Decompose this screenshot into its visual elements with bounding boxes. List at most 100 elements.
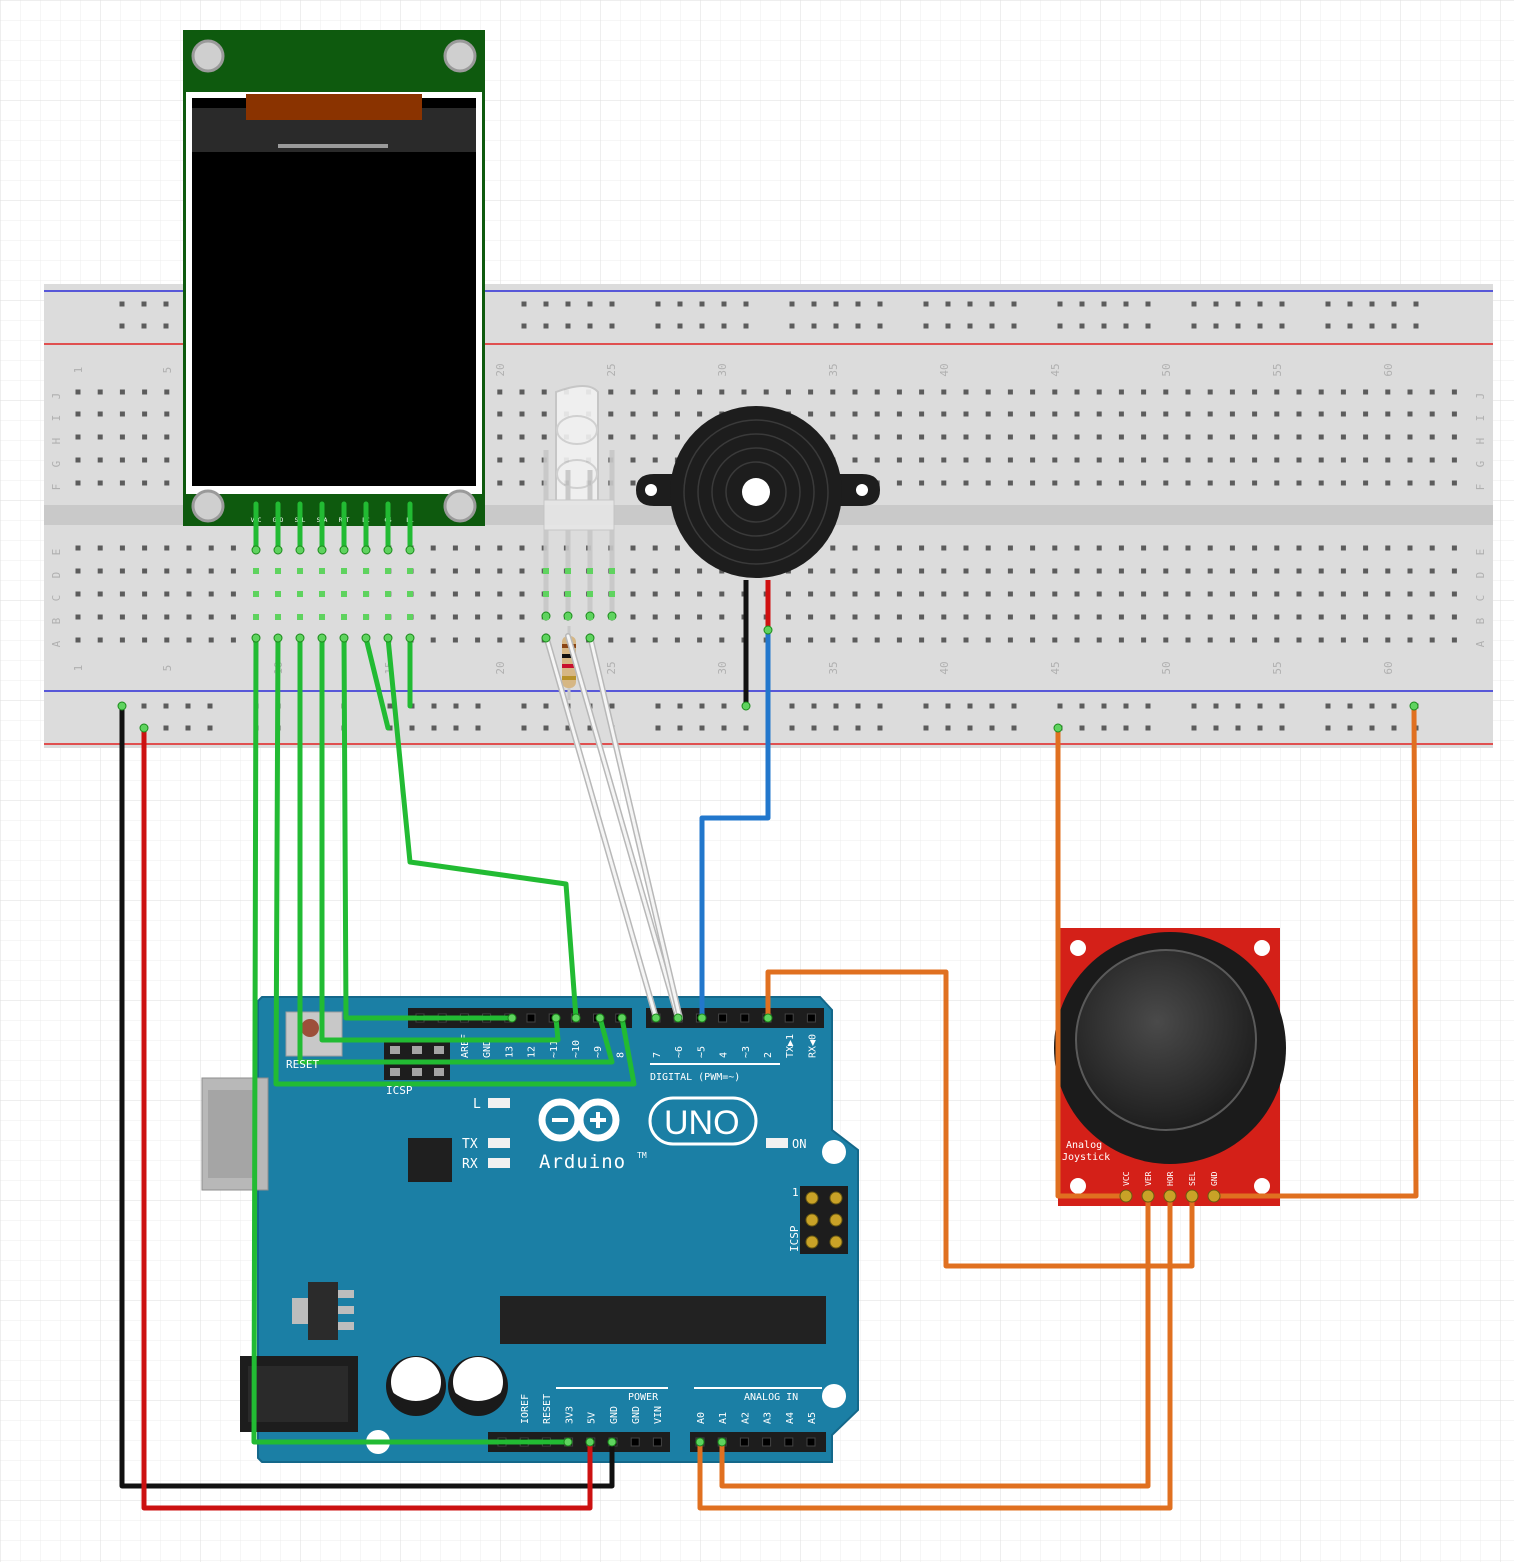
led-l-label: L: [473, 1097, 481, 1112]
joystick-pin-label: SEL: [1188, 1171, 1197, 1186]
row-letter-bottom: D: [1474, 572, 1487, 579]
arduino-pin-label: ~10: [571, 1040, 582, 1058]
voltage-regulator: [308, 1282, 338, 1340]
arduino-pin-label: TX▶1: [785, 1034, 796, 1058]
row-letter-top: I: [1474, 415, 1487, 422]
arduino-tm: TM: [637, 1151, 647, 1160]
row-letter-bottom: B: [50, 617, 63, 624]
column-number: 35: [827, 363, 840, 376]
column-number: 25: [605, 363, 618, 376]
arduino-pin-label: A2: [740, 1412, 751, 1424]
arduino-pin-label: RX◀0: [807, 1034, 818, 1058]
column-number: 20: [494, 363, 507, 376]
arduino-pin-label: GND: [482, 1040, 493, 1058]
arduino-pin-label: ~3: [741, 1046, 752, 1058]
arduino-pin-label: 8: [615, 1052, 626, 1058]
arduino-pin-label: ~5: [696, 1046, 707, 1058]
capacitor-1: [386, 1356, 446, 1416]
arduino-pin-label: AREF: [460, 1034, 471, 1058]
header-power: [488, 1432, 670, 1452]
column-number: 60: [1382, 661, 1395, 674]
joystick-text-labels: Analog Joystick: [1062, 1140, 1110, 1163]
analog-in-label: ANALOG IN: [744, 1392, 798, 1403]
joystick-pin-label: VCC: [1122, 1171, 1131, 1186]
uno-badge: [648, 1096, 758, 1146]
arduino-logo-text: Arduino: [539, 1151, 626, 1173]
row-letter-bottom: B: [1474, 617, 1487, 624]
lcd-screen: [192, 98, 476, 486]
column-number: 20: [494, 661, 507, 674]
arduino-pin-label: A5: [807, 1412, 818, 1424]
icsp-right-label: ICSP: [788, 1225, 801, 1252]
column-number: 50: [1160, 661, 1173, 674]
icsp-top-label: ICSP: [386, 1084, 413, 1097]
column-number: 25: [605, 661, 618, 674]
led-rx-label: RX: [462, 1157, 478, 1172]
row-letter-top: J: [50, 393, 63, 400]
row-letter-top: H: [50, 438, 63, 445]
row-letter-bottom: D: [50, 572, 63, 579]
header-digital-7-0: [646, 1008, 824, 1028]
led-rx: [488, 1158, 510, 1168]
column-number: 55: [1271, 363, 1284, 376]
arduino-pin-label: RESET: [542, 1394, 553, 1424]
row-letter-top: I: [50, 415, 63, 422]
breadboard-labels: JJIIHHGGFFEEDDCCBBAA11551010151520202525…: [50, 363, 1487, 674]
column-number: 50: [1160, 363, 1173, 376]
column-number: 5: [161, 367, 174, 374]
piezo-buzzer: [636, 406, 880, 706]
digital-label: DIGITAL (PWM=~): [650, 1072, 740, 1083]
joystick-title-line1: Analog: [1066, 1140, 1102, 1151]
arduino-pin-label: A4: [785, 1412, 796, 1424]
arduino-pin-label: A3: [763, 1412, 774, 1424]
joystick-knob[interactable]: [1075, 949, 1257, 1131]
arduino-pin-label: ~11: [549, 1040, 560, 1058]
arduino-pin-label: GND: [609, 1406, 620, 1424]
led-tx: [488, 1138, 510, 1148]
led-on: [766, 1138, 788, 1148]
column-number: 30: [716, 661, 729, 674]
row-letter-top: G: [1474, 461, 1487, 468]
row-letter-bottom: C: [1474, 595, 1487, 602]
led-tx-label: TX: [462, 1137, 478, 1152]
column-number: 30: [716, 363, 729, 376]
usb-chip: [408, 1138, 452, 1182]
capacitor-2: [448, 1356, 508, 1416]
arduino-text-labels: Arduino TM UNO RESET ICSP L TX RX ON 1 I…: [286, 1058, 806, 1403]
arduino-pin-label: 3V3: [564, 1406, 575, 1424]
column-number: 40: [938, 363, 951, 376]
icsp-pin1-label: 1: [792, 1186, 799, 1199]
arduino-pin-label: ~6: [674, 1046, 685, 1058]
row-letter-bottom: A: [50, 640, 63, 647]
column-number: 45: [1049, 661, 1062, 674]
reset-label: RESET: [286, 1058, 319, 1071]
arduino-pin-label: 2: [763, 1052, 774, 1058]
column-number: 5: [161, 665, 174, 672]
row-letter-top: F: [1474, 484, 1487, 491]
arduino-pin-label: A0: [696, 1412, 707, 1424]
arduino-pin-label: 5V: [587, 1412, 598, 1424]
row-letter-top: F: [50, 484, 63, 491]
led-l: [488, 1098, 510, 1108]
arduino-pin-label: 13: [504, 1046, 515, 1058]
arduino-pin-label: IOREF: [520, 1394, 531, 1424]
row-letter-top: G: [50, 461, 63, 468]
column-number: 45: [1049, 363, 1062, 376]
uno-text: UNO: [664, 1104, 740, 1142]
column-number: 60: [1382, 363, 1395, 376]
arduino-logo: [538, 1098, 620, 1142]
column-number: 40: [938, 661, 951, 674]
column-number: 55: [1271, 661, 1284, 674]
arduino-pin-label: 7: [652, 1052, 663, 1058]
arduino-pin-label: 4: [719, 1052, 730, 1058]
row-letter-top: H: [1474, 438, 1487, 445]
power-label: POWER: [628, 1392, 659, 1403]
arduino-pin-label: VIN: [653, 1406, 664, 1424]
row-letter-bottom: E: [1474, 549, 1487, 556]
row-letter-bottom: A: [1474, 640, 1487, 647]
joystick-pin-label: HOR: [1166, 1171, 1175, 1186]
column-number: 1: [72, 367, 85, 374]
arduino-pin-label: ~9: [593, 1046, 604, 1058]
